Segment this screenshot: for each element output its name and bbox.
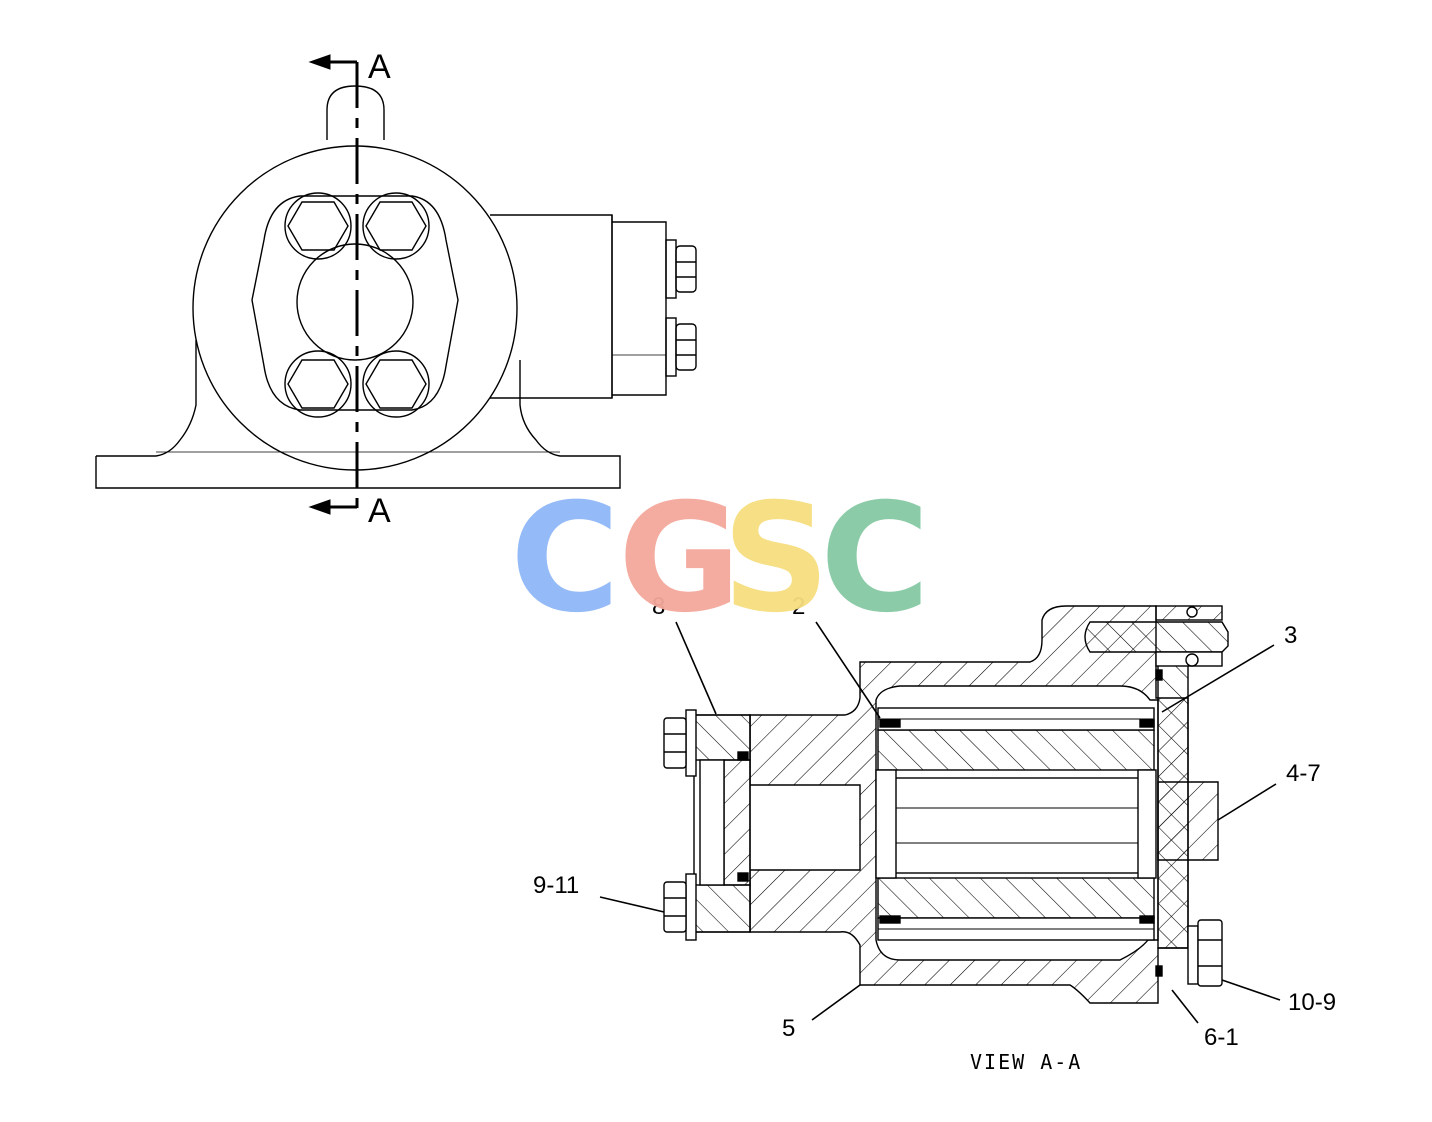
callout-9-11: 9-11 — [533, 872, 579, 899]
callout-3: 3 — [1284, 622, 1297, 649]
shaft — [894, 777, 1141, 874]
section-line — [308, 54, 359, 515]
left-bolt-top-icon — [663, 709, 697, 777]
flange-bolt-icon — [284, 192, 352, 260]
watermark-letter-2: G — [618, 472, 741, 646]
section-mark-top: A — [368, 48, 391, 86]
port-circle — [296, 243, 414, 361]
drive-plug — [1157, 781, 1219, 861]
side-bolt-bottom-icon — [665, 317, 697, 377]
right-bolt-icon — [1187, 919, 1223, 987]
callout-5: 5 — [782, 1015, 795, 1042]
front-view — [95, 85, 697, 489]
callout-8: 8 — [652, 593, 665, 620]
leader-lines — [599, 621, 1281, 1024]
callout-2: 2 — [792, 593, 805, 620]
flange-bolt-icon — [362, 350, 430, 418]
flange-bolt-icon — [362, 192, 430, 260]
callout-10-9: 10-9 — [1288, 989, 1336, 1016]
base-plate — [95, 340, 621, 489]
section-mark-bottom: A — [368, 492, 391, 530]
flange — [251, 195, 459, 411]
section-view — [663, 605, 1229, 1004]
side-housing — [490, 214, 613, 399]
watermark-letter-3: S — [722, 472, 830, 646]
top-gear — [877, 729, 1155, 771]
callout-6-1: 6-1 — [1204, 1024, 1239, 1051]
top-cap — [1084, 621, 1229, 653]
bottom-gear — [877, 877, 1155, 919]
left-bolt-bottom-icon — [663, 873, 697, 941]
view-title: VIEW A-A — [970, 1050, 1082, 1074]
callout-4-7: 4-7 — [1286, 760, 1321, 787]
housing-circle — [192, 145, 518, 471]
cgsc-watermark-logo: C G S C — [510, 472, 930, 646]
watermark-letter-4: C — [820, 472, 930, 646]
side-bolt-top-icon — [665, 239, 697, 299]
flange-bolt-icon — [284, 350, 352, 418]
top-boss — [326, 85, 385, 140]
watermark-letter-1: C — [510, 472, 620, 646]
